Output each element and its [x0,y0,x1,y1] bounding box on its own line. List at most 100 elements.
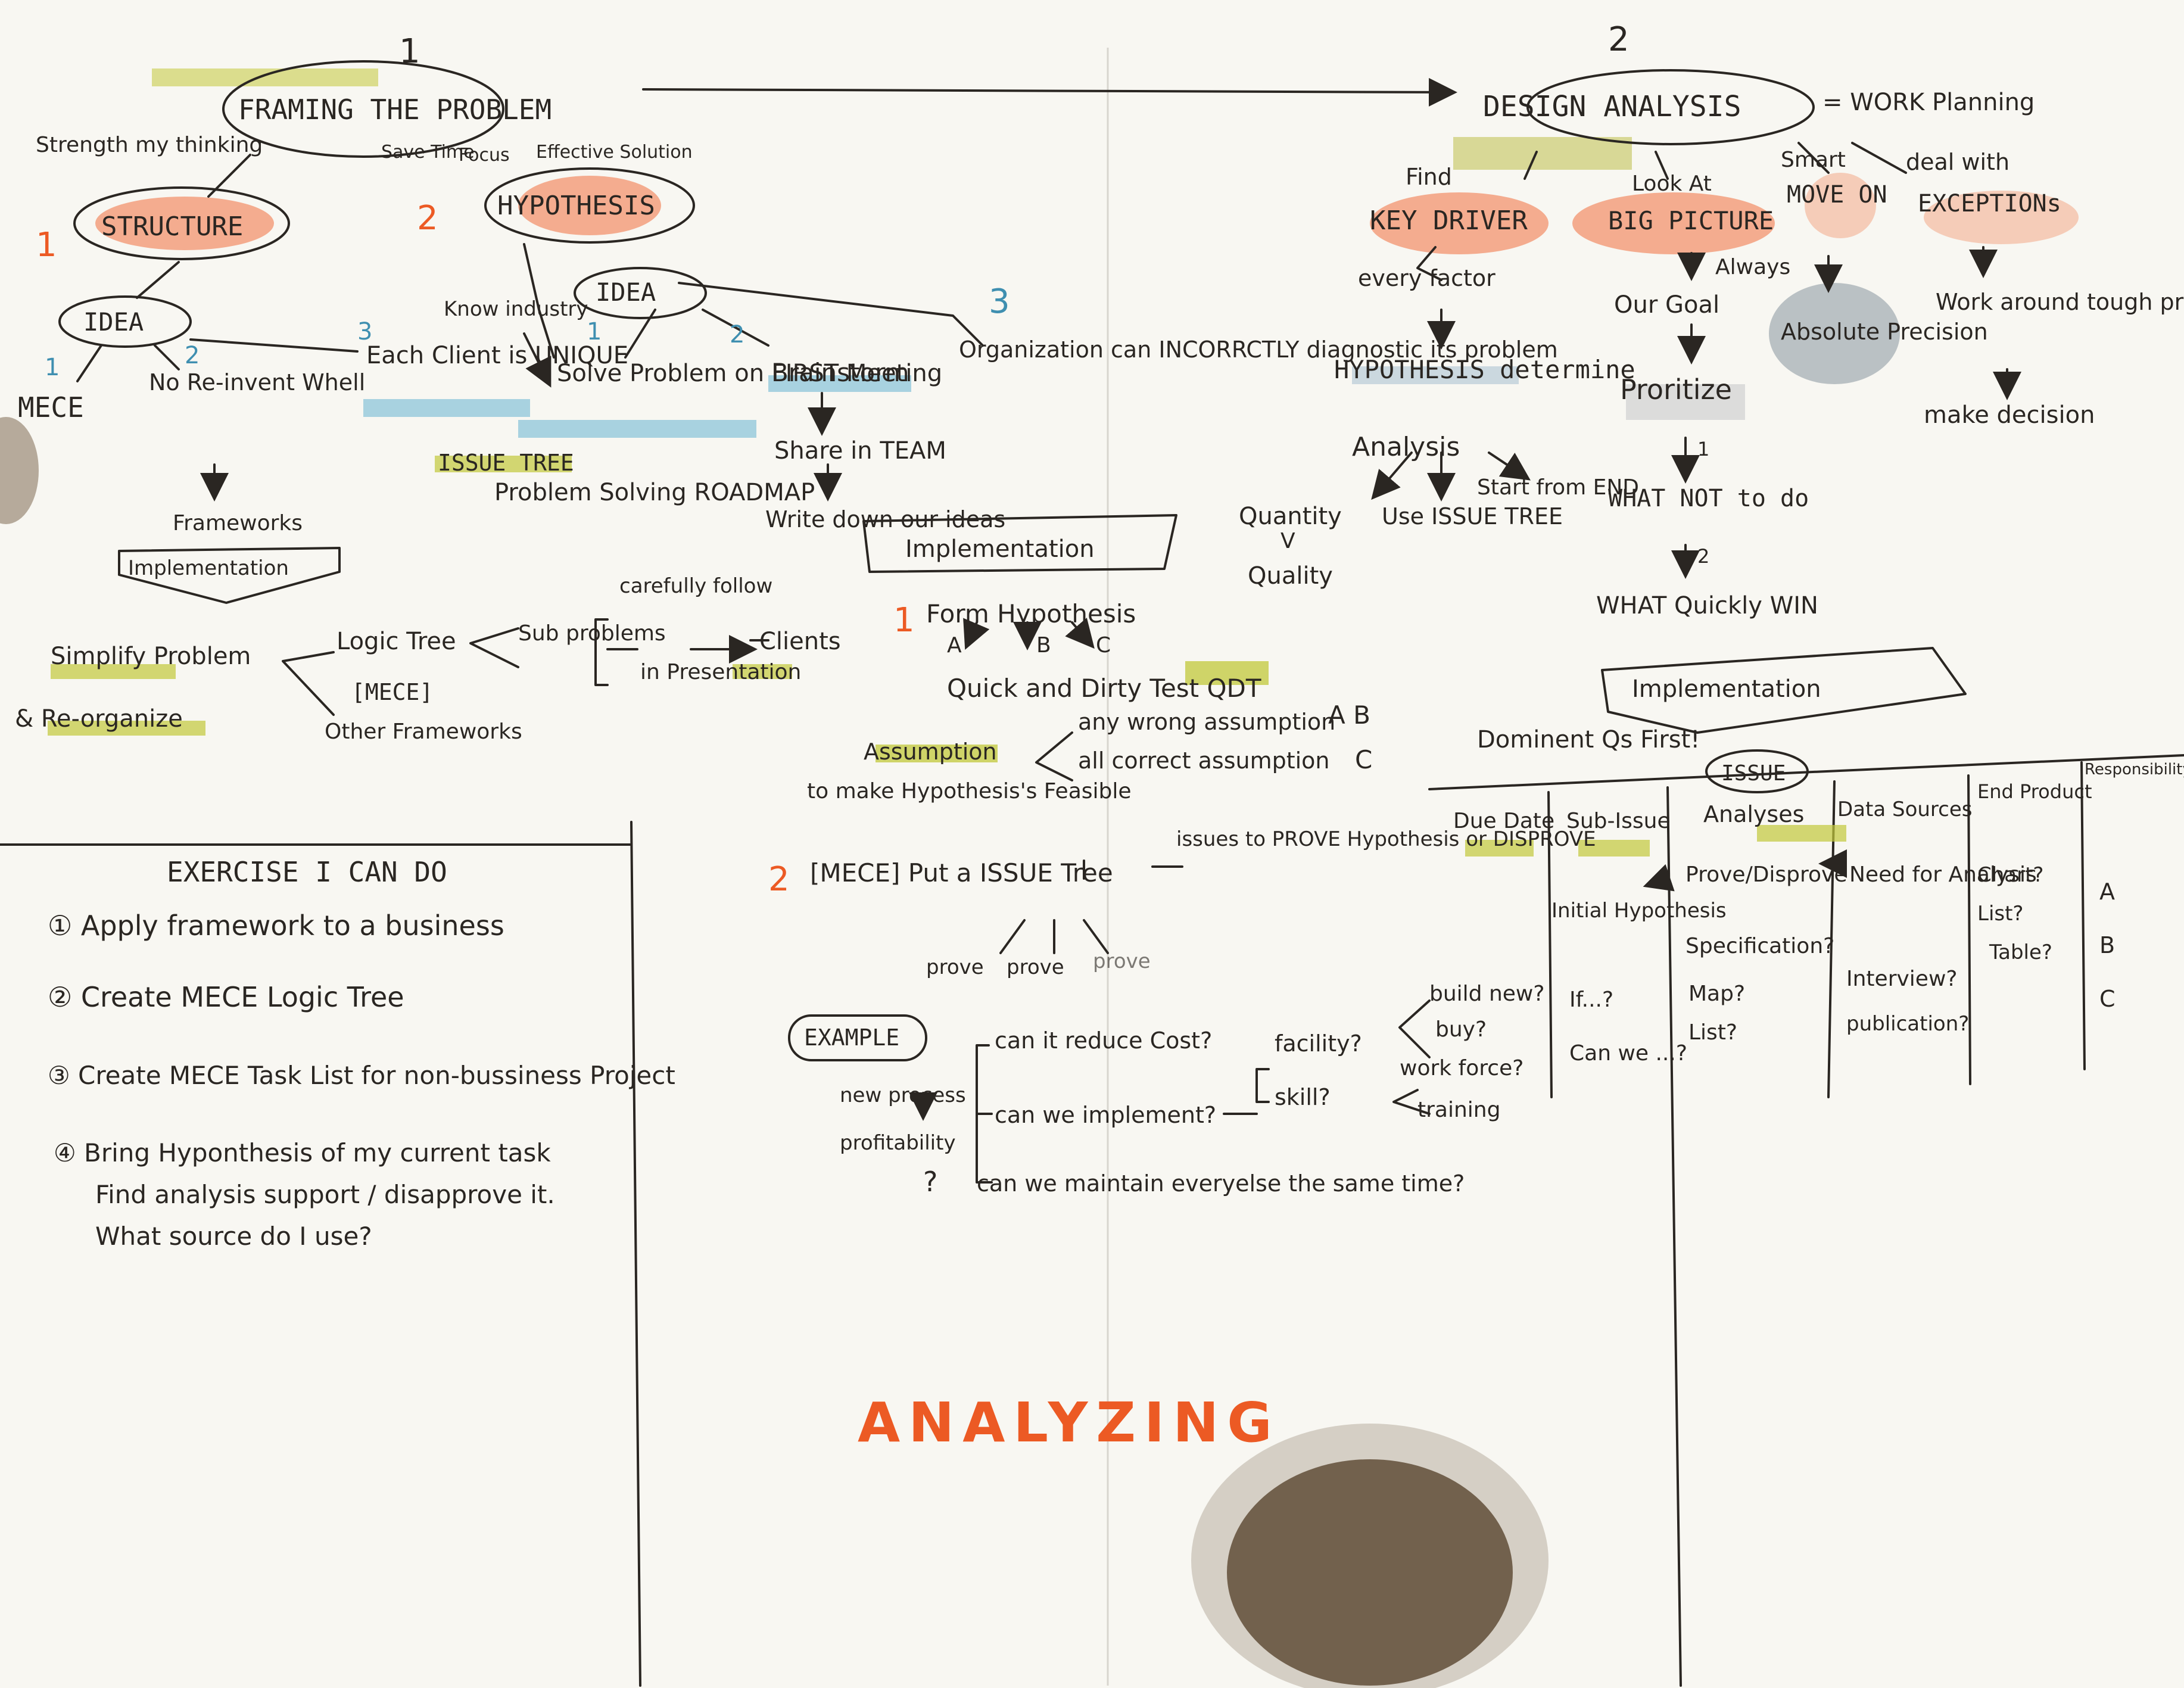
quality-label: Quality [1248,562,1333,590]
end-product-cell-1: Chart? [1977,863,2043,887]
strength-label: Strength my thinking [36,133,263,157]
prove-label-3: prove [1093,949,1151,973]
outlines [58,60,1967,1061]
exercise-item-2: ② Create MECE Logic Tree [48,981,404,1013]
solve-problem-label: Solve Problem on FIRST Meeting [557,360,942,387]
exercise-item-1: ① Apply framework to a business [48,910,504,942]
facility-label: facility? [1275,1030,1362,1057]
sub-issue-cell-1: Initial Hypothesis [1551,899,1727,923]
put-issue-tree-label: [MECE] Put a ISSUE Tree [810,858,1113,887]
correct-assumption-label: all correct assumption [1078,748,1330,774]
each-client-number: 3 [357,318,372,345]
reorganize-label: & Re-organize [15,705,183,733]
analyses-cell-4: List? [1688,1020,1737,1045]
brainstorm-label: Brainstorm [771,358,909,387]
what-not-label: WHAT NOT to do [1608,485,1809,512]
skill-label: skill? [1275,1084,1331,1110]
step2-design-label: 2 [1697,545,1709,568]
no-reinvent-label: No Re-invent Whell [149,369,365,395]
start-from-end-label: Start from END [1477,475,1639,500]
idea-left-oval [58,295,192,348]
issue-label: ISSUE [1721,761,1786,786]
sub-issue-cell-2: If...? [1569,988,1613,1012]
implementation-mid-label: Implementation [905,535,1095,563]
hyp-c-label: C [1096,633,1111,658]
implement-label: can we implement? [995,1102,1216,1128]
deal-with-label: deal with [1906,149,2009,175]
know-industry-label: Know industry [444,297,588,321]
use-issue-tree-label: Use ISSUE TREE [1382,503,1563,530]
mece-number: 1 [45,354,60,381]
our-goal-label: Our Goal [1614,291,1719,319]
organization-number: 3 [989,282,1010,321]
organization-label: Organization can INCORRCTLY diagnostic i… [959,337,1558,363]
data-sources-cell-2: Interview? [1846,967,1958,991]
prove-label-1: prove [926,955,984,979]
logic-tree-label: Logic Tree [337,628,456,655]
person-cell-2: B [2099,932,2115,958]
prioritize-label: Proritize [1620,373,1732,406]
issues-to-label: issues to PROVE Hypothesis or DISPROVE [1176,827,1596,851]
framing-oval [222,60,504,158]
in-presentation-label: in Presentation [640,660,801,684]
prove-label-2: prove [1007,955,1064,979]
focus-label: Focus [459,145,510,166]
issue-oval [1705,749,1809,793]
structure-oval [73,186,290,260]
each-client-label: Each Client is UNIQUE [366,342,628,369]
form-hypothesis-label: Form Hypothesis [926,599,1136,628]
exercise-frame [0,821,641,1687]
solve-problem-number: 1 [587,318,602,345]
dominent-label: Dominent Qs First! [1477,726,1700,753]
exercise-item-3: ③ Create MECE Task List for non-bussines… [48,1061,675,1090]
end-product-cell-3: Table? [1989,940,2052,964]
build-new-label: build new? [1429,982,1544,1006]
example-box [788,1014,927,1061]
assumption-label: Assumption [864,739,997,765]
data-sources-cell-3: publication? [1846,1012,1969,1036]
impl-right-banner [1601,647,1967,734]
big-picture-label: BIG PICTURE [1608,206,1774,235]
key-driver-label: KEY DRIVER [1370,205,1528,236]
always-label: Always [1715,255,1790,279]
save-time-label: Save Time [381,142,475,163]
logic-mece-label: [MECE] [351,679,433,705]
hyp-b-label: B [1036,633,1051,658]
smart-label: Smart [1781,148,1846,172]
sub-problems-label: Sub problems [518,621,666,646]
write-down-label: Write down our ideas [765,506,1005,532]
every-factor-label: every factor [1358,265,1496,291]
step1-design-label: 1 [1697,438,1709,460]
design-oval [1526,69,1815,145]
edge-stain [0,417,39,524]
idea-right-oval [574,267,707,319]
end-product-cell-2: List? [1977,902,2023,926]
connectors [76,77,2021,1184]
share-team-label: Share in TEAM [774,437,946,465]
profitability-question: ? [923,1166,937,1198]
move-on-label: MOVE ON [1787,181,1887,208]
make-decision-label: make decision [1924,401,2095,429]
simplify-label: Simplify Problem [51,643,251,670]
analyses-cell-3: Map? [1688,982,1745,1006]
frameworks-label: Frameworks [173,511,303,535]
example-label: EXAMPLE [804,1024,899,1051]
maintain-label: can we maintain everyelse the same time? [977,1170,1465,1197]
exercise-item-4-line-3: What source do I use? [95,1222,372,1251]
column-due-date: Due Date [1453,809,1554,833]
work-force-label: work force? [1400,1056,1523,1080]
design-number: 2 [1608,20,1630,59]
column-data-sources: Data Sources [1837,798,1972,821]
correct-result-label: C [1355,745,1372,774]
work-around-label: Work around tough problem [1936,289,2184,315]
impl-left-banner [118,547,341,604]
structure-label: STRUCTURE [101,211,243,242]
column-person: Responsibility Person [2085,761,2184,778]
roadmap-label: Problem Solving ROADMAP [494,479,815,506]
effective-solution-label: Effective Solution [536,142,693,163]
exercise-item-4: ④ Bring Hyponthesis of my current task [54,1138,551,1167]
exceptions-label: EXCEPTIONs [1918,190,2061,217]
person-cell-1: A [2099,879,2115,905]
mece-label: MECE [18,391,84,423]
